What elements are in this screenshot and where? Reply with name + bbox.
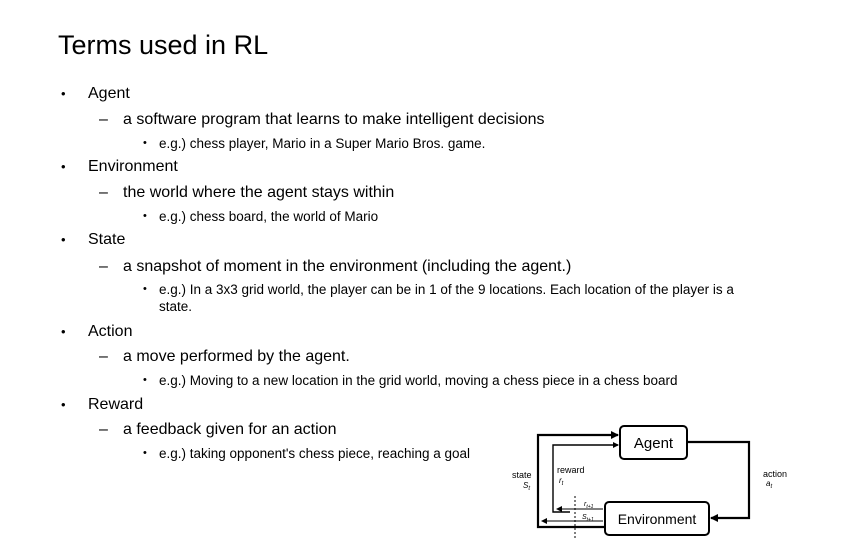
dash-icon: – [99, 258, 108, 275]
bullet-icon: • [61, 86, 66, 101]
bullet-icon: • [143, 210, 147, 222]
state-label: state [512, 470, 532, 480]
dash-icon: – [99, 421, 108, 438]
action-symbol: at [766, 479, 772, 490]
example-action: e.g.) Moving to a new location in the gr… [159, 373, 678, 388]
action-label: action [763, 469, 787, 479]
bullet-icon: • [61, 397, 66, 412]
environment-box-label: Environment [618, 511, 697, 527]
dash-icon: – [99, 111, 108, 128]
definition-environment: the world where the agent stays within [123, 184, 395, 201]
bullet-icon: • [143, 447, 147, 459]
dash-icon: – [99, 184, 108, 201]
reward-label: reward [557, 465, 585, 475]
example-agent: e.g.) chess player, Mario in a Super Mar… [159, 136, 486, 151]
environment-box [604, 501, 710, 536]
next-reward-symbol: rt+1 [584, 501, 594, 510]
bullet-icon: • [61, 159, 66, 174]
bullet-icon: • [143, 374, 147, 386]
bullet-icon: • [61, 232, 66, 247]
example-environment: e.g.) chess board, the world of Mario [159, 209, 379, 224]
next-state-symbol: St+1 [582, 514, 594, 523]
slide-title: Terms used in RL [58, 30, 269, 60]
state-symbol: St [523, 481, 530, 492]
example-reward: e.g.) taking opponent's chess piece, rea… [159, 446, 471, 461]
dash-icon: – [99, 348, 108, 365]
state-arrow [536, 431, 619, 529]
reward-arrow [552, 442, 619, 513]
term-reward: Reward [88, 396, 144, 413]
term-action: Action [88, 323, 133, 340]
term-agent: Agent [88, 85, 130, 102]
agent-box-label: Agent [634, 435, 674, 452]
action-arrow [687, 440, 751, 522]
definition-action: a move performed by the agent. [123, 348, 350, 365]
bullet-icon: • [143, 283, 147, 295]
bullet-icon: • [61, 324, 66, 339]
term-environment: Environment [88, 158, 178, 175]
term-state: State [88, 231, 126, 248]
definition-state: a snapshot of moment in the environment … [123, 258, 572, 275]
reward-symbol: rt [559, 476, 564, 487]
example-state: e.g.) In a 3x3 grid world, the player ca… [159, 282, 734, 314]
definition-agent: a software program that learns to make i… [123, 111, 545, 128]
bullet-icon: • [143, 137, 147, 149]
definition-reward: a feedback given for an action [123, 421, 337, 438]
